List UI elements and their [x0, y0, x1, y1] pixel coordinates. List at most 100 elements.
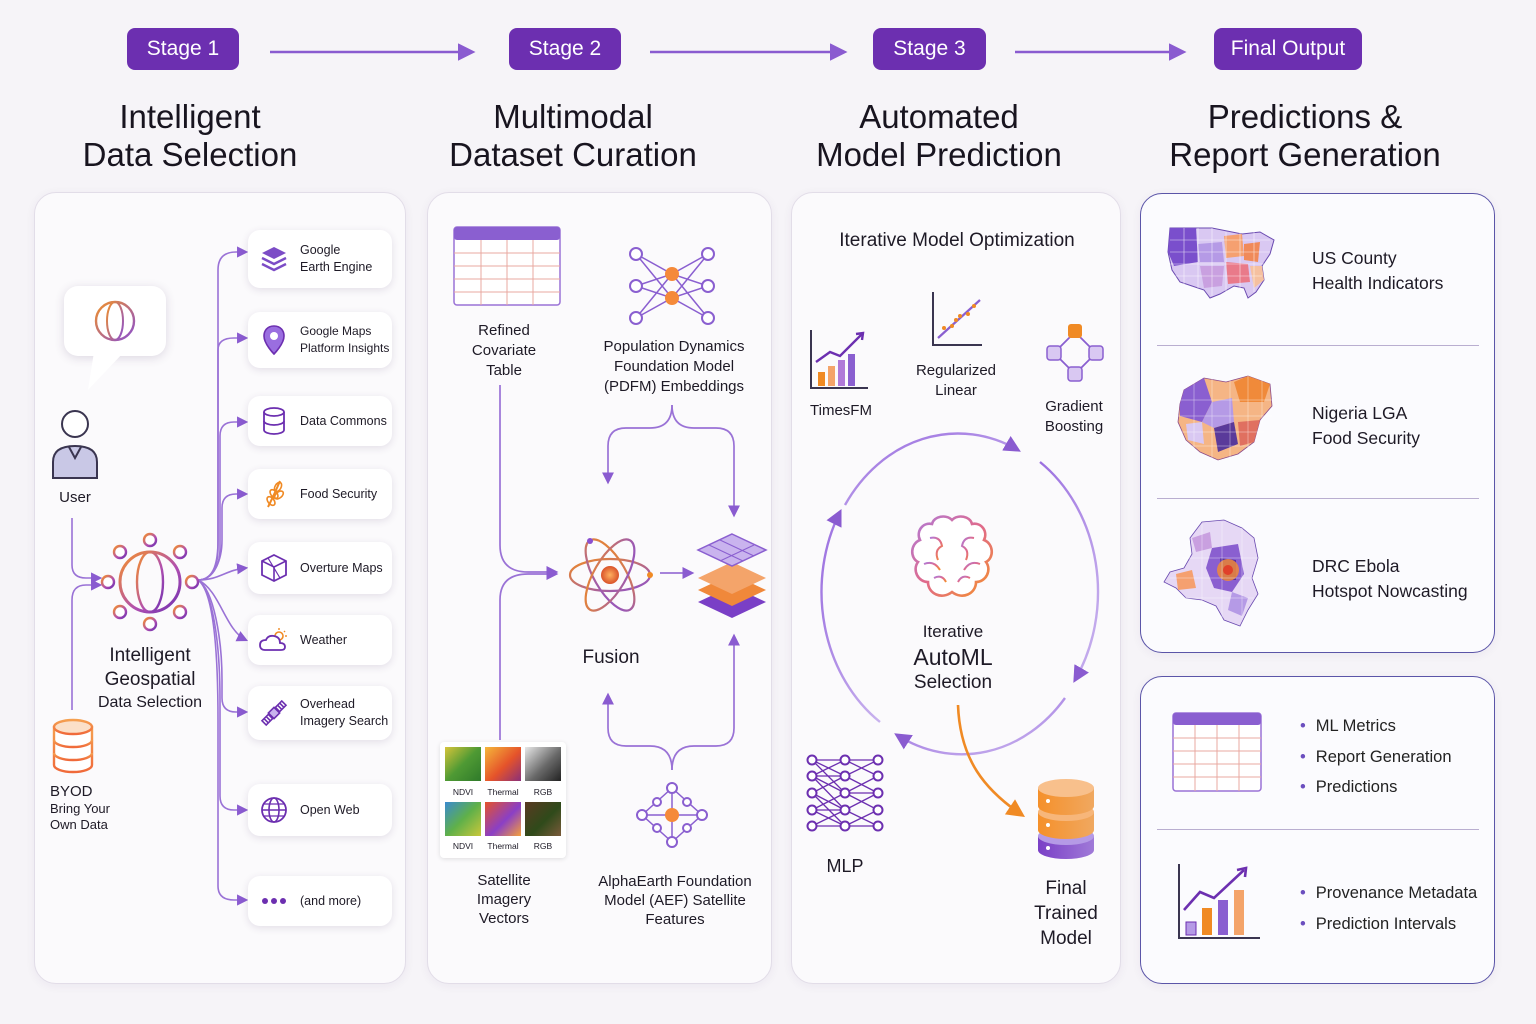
- report-bullet: Report Generation: [1300, 747, 1452, 767]
- source-label-line-1: Food Security: [300, 486, 378, 501]
- fusion-label: Fusion: [582, 647, 640, 668]
- source-label-line-2: Earth Engine: [300, 260, 373, 274]
- source-label-line-2: Platform Insights: [300, 341, 390, 355]
- final-model-line-3: Model: [1040, 928, 1092, 949]
- mlp-network-icon: [806, 754, 884, 832]
- drc-map-icon: [1163, 519, 1259, 627]
- source-label-line-1: Data Commons: [300, 413, 387, 428]
- ndvi-tile: [445, 747, 481, 781]
- thermal-tile: [485, 802, 521, 836]
- automl-line-2: AutoML: [913, 644, 993, 670]
- final-output-title: Predictions & Report Generation: [1145, 98, 1465, 174]
- stage-2-title-line-1: Multimodal: [493, 98, 653, 135]
- stage-3-title: Automated Model Prediction: [789, 98, 1089, 174]
- automl-line-3: Selection: [913, 672, 993, 693]
- pdfm-line-3: (PDFM) Embeddings: [603, 378, 745, 395]
- stage-3-title-line-2: Model Prediction: [816, 136, 1062, 173]
- hub-label: Intelligent Geospatial Data Selection: [78, 644, 222, 714]
- pdfm-line-2: Foundation Model: [613, 358, 735, 375]
- byod-label-line-2: Bring Your: [50, 801, 110, 816]
- nigeria-map-icon: [1177, 375, 1273, 461]
- box-icon: [261, 553, 287, 583]
- rgb-tile: [525, 802, 561, 836]
- source-label-line-1: Overture Maps: [300, 560, 383, 575]
- map-label-line-1: US County: [1312, 248, 1397, 268]
- map-label-line-1: DRC Ebola: [1312, 556, 1400, 576]
- aef-network-icon: [636, 782, 708, 848]
- covariate-table-icon: [453, 226, 561, 306]
- report-bullet: Prediction Intervals: [1300, 914, 1456, 934]
- fusion-atom-icon: [568, 538, 653, 612]
- source-label-line-1: Overhead: [300, 697, 355, 711]
- covariate-table-line-1: Refined: [478, 322, 530, 339]
- source-card-weather[interactable]: Weather: [248, 615, 392, 665]
- gradient-boosting-icon: [1046, 324, 1104, 382]
- satellite-vectors-line-3: Vectors: [478, 910, 530, 927]
- map-pin-icon: [263, 325, 285, 356]
- timesfm-chart-icon: [810, 330, 868, 389]
- stage-1-title: Intelligent Data Selection: [40, 98, 340, 174]
- source-card-overture-maps[interactable]: Overture Maps: [248, 542, 392, 594]
- timesfm-label: TimesFM: [810, 402, 872, 419]
- stage-2-pill: Stage 2: [509, 28, 621, 70]
- stage-1-title-line-2: Data Selection: [82, 136, 298, 173]
- tile-label: Thermal: [487, 841, 519, 851]
- stage-1-pill: Stage 1: [127, 28, 239, 70]
- gradient-boosting-line-2: Boosting: [1044, 418, 1104, 435]
- map-label-line-2: Hotspot Nowcasting: [1312, 581, 1468, 601]
- source-card-more[interactable]: (and more): [248, 876, 392, 926]
- gradient-boosting-line-1: Gradient: [1045, 398, 1103, 415]
- byod-label-line-1: BYOD: [50, 783, 93, 800]
- globe-icon: [94, 300, 136, 342]
- satellite-vectors-line-2: Imagery: [476, 891, 532, 908]
- aef-line-2: Model (AEF) Satellite: [604, 892, 746, 909]
- byod-label-line-3: Own Data: [50, 817, 108, 832]
- final-model-line-1: Final: [1045, 878, 1087, 899]
- final-output-title-line-2: Report Generation: [1169, 136, 1441, 173]
- rgb-tile: [525, 747, 561, 781]
- byod-label: BYOD Bring Your Own Data: [50, 783, 140, 833]
- report-bullet: ML Metrics: [1300, 716, 1396, 736]
- covariate-table-label: Refined Covariate Table: [454, 321, 554, 381]
- user-icon: [52, 410, 98, 479]
- user-query-bubble: [64, 286, 166, 356]
- tile-label: RGB: [533, 841, 553, 851]
- regularized-linear-line-1: Regularized: [915, 362, 997, 379]
- source-card-open-web[interactable]: Open Web: [248, 784, 392, 836]
- report-bullet: Predictions: [1300, 777, 1398, 797]
- final-model-line-2: Trained: [1034, 903, 1098, 924]
- pdfm-network-icon: [629, 247, 715, 325]
- stage-3-title-line-1: Automated: [859, 98, 1019, 135]
- source-label-line-1: Google Maps: [300, 324, 372, 338]
- stage-2-title-line-2: Dataset Curation: [449, 136, 697, 173]
- gradient-boosting-label: Gradient Boosting: [1028, 397, 1120, 437]
- source-label-line-2: Imagery Search: [300, 714, 389, 728]
- regression-chart-icon: [932, 292, 982, 346]
- map-label-us: US County Health Indicators: [1312, 246, 1443, 296]
- source-card-food-security[interactable]: Food Security: [248, 469, 392, 519]
- map-label-line-2: Health Indicators: [1312, 273, 1444, 293]
- brain-icon: [910, 515, 994, 597]
- ndvi-tile: [445, 802, 481, 836]
- regularized-linear-line-2: Linear: [935, 382, 977, 399]
- automl-line-1: Iterative: [922, 622, 984, 641]
- hub-label-line-1: Intelligent: [109, 645, 191, 666]
- tile-label: Thermal: [487, 787, 519, 797]
- final-model-label: Final Trained Model: [1016, 876, 1116, 951]
- trained-model-database-icon: [1038, 779, 1094, 859]
- database-icon: [52, 718, 94, 774]
- report-bullet: Provenance Metadata: [1300, 883, 1477, 903]
- source-label-line-1: Google: [300, 243, 341, 257]
- automl-label: Iterative AutoML Selection: [893, 621, 1013, 695]
- final-output-title-line-1: Predictions &: [1207, 98, 1403, 135]
- source-card-data-commons[interactable]: Data Commons: [248, 396, 392, 446]
- tile-label: NDVI: [452, 841, 474, 851]
- more-dots-icon: [262, 898, 286, 904]
- satellite-tiles: NDVI Thermal RGB NDVI Thermal RGB: [440, 742, 566, 858]
- layers-icon: [261, 247, 287, 272]
- aef-line-3: Features: [645, 911, 705, 928]
- geospatial-hub-icon: [100, 532, 200, 632]
